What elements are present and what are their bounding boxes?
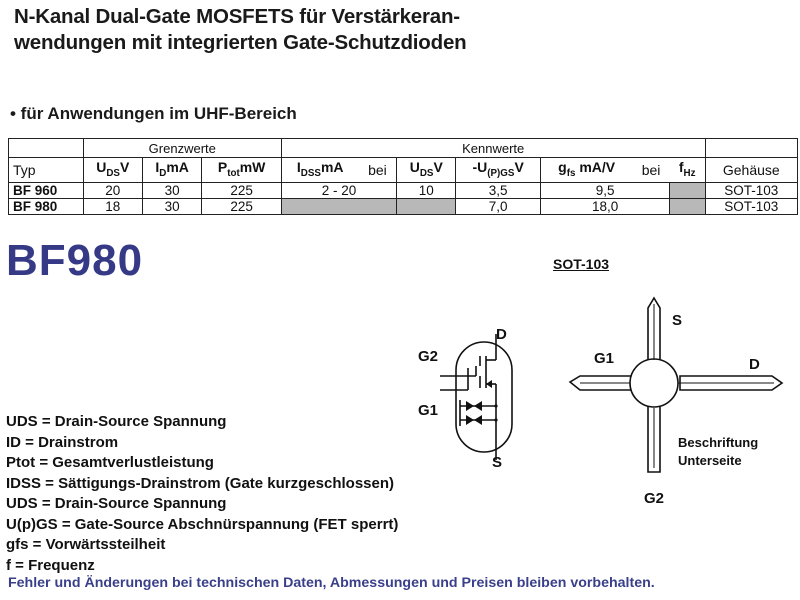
package-label: SOT-103 (553, 256, 610, 272)
header-gehaeuse: Gehäuse (704, 157, 799, 183)
symbol-pin-d: D (496, 326, 507, 343)
cell-uds: 20 (82, 182, 143, 199)
package-outline-drawing (568, 296, 784, 473)
cell-gfs: 18,0 (539, 198, 671, 215)
subtitle: • für Anwendungen im UHF-Bereich (10, 104, 297, 123)
header-gfs: gfs mA/V (539, 157, 633, 183)
table-row: BF 980 18 30 225 7,0 18,0 SOT-103 (8, 198, 799, 215)
symbol-pin-s: S (492, 454, 503, 471)
cell-upgs: 7,0 (455, 198, 541, 215)
header-ptot: PtotmW (201, 157, 282, 183)
group-grenzwerte: Grenzwerte (82, 138, 282, 158)
cell-uds: 18 (82, 198, 143, 215)
marking-note-line-2: Unterseite (678, 453, 742, 468)
table-group-row: Grenzwerte Kennwerte (8, 138, 799, 158)
cell-id: 30 (141, 182, 203, 199)
legend-item: f = Frequenz (6, 556, 95, 574)
cell-gfs: 9,5 (539, 182, 671, 199)
package-pin-g1: G1 (594, 350, 615, 367)
table-header-row: Typ UDSV IDmA PtotmW IDSSmA bei UDSV -U(… (8, 157, 799, 183)
marking-note-line-1: Beschriftung (678, 435, 759, 450)
group-kennwerte: Kennwerte (280, 138, 706, 158)
cell-typ: BF 960 (8, 182, 84, 199)
cell-uds-2-shaded (396, 198, 457, 215)
document-title: N-Kanal Dual-Gate MOSFETS für Verstärker… (14, 4, 774, 56)
header-uds: UDSV (82, 157, 143, 183)
spec-table: Grenzwerte Kennwerte Typ UDSV IDmA Ptotm… (8, 138, 799, 215)
legend-item: IDSS = Sättigungs-Drainstrom (Gate kurzg… (6, 474, 395, 492)
legend-item: UDS = Drain-Source Spannung (6, 495, 227, 512)
header-uds-2: UDSV (396, 157, 457, 183)
package-pin-s: S (672, 312, 683, 329)
header-idss: IDSSmA (280, 157, 359, 183)
disclaimer-footer: Fehler und Änderungen bei technischen Da… (8, 575, 655, 591)
legend-item: UDS = Drain-Source Spannung (6, 413, 227, 430)
cell-id: 30 (141, 198, 203, 215)
cell-f-shaded (669, 182, 706, 199)
header-f: fHz (669, 157, 706, 183)
package-pin-d: D (749, 356, 760, 373)
symbol-pin-g1: G1 (418, 402, 439, 419)
legend-item: gfs = Vorwärtssteilheit (6, 536, 166, 553)
header-bei-1: bei (358, 157, 398, 183)
legend-item: ID = Drainstrom (6, 433, 119, 451)
cell-upgs: 3,5 (455, 182, 541, 199)
cell-idss-shaded (280, 198, 398, 215)
cell-typ: BF 980 (8, 198, 84, 215)
title-line-1: N-Kanal Dual-Gate MOSFETS für Verstärker… (14, 5, 460, 28)
package-pin-g2: G2 (644, 490, 665, 507)
header-upgs: -U(P)GSV (455, 157, 541, 183)
header-id: IDmA (141, 157, 203, 183)
cell-ptot: 225 (201, 182, 282, 199)
table-row: BF 960 20 30 225 2 - 20 10 3,5 9,5 SOT-1… (8, 182, 799, 199)
abbreviation-legend: UDS = Drain-Source Spannung ID = Drainst… (6, 412, 398, 576)
marking-note: Beschriftung Unterseite (678, 434, 758, 470)
mosfet-symbol (440, 334, 513, 460)
symbol-pin-g2: G2 (418, 348, 439, 365)
cell-gehaeuse: SOT-103 (704, 182, 799, 199)
header-typ: Typ (8, 157, 84, 183)
cell-uds-2: 10 (396, 182, 457, 199)
part-name: BF980 (6, 236, 144, 285)
legend-item: U(p)GS = Gate-Source Abschnürspannung (F… (6, 515, 399, 533)
cell-ptot: 225 (201, 198, 282, 215)
cell-gehaeuse: SOT-103 (704, 198, 799, 215)
cell-idss: 2 - 20 (280, 182, 398, 199)
header-bei-2: bei (632, 157, 670, 183)
legend-item: Ptot = Gesamtverlustleistung (6, 454, 214, 471)
cell-f-shaded (669, 198, 706, 215)
title-line-2: wendungen mit integrierten Gate-Schutzdi… (14, 31, 467, 54)
